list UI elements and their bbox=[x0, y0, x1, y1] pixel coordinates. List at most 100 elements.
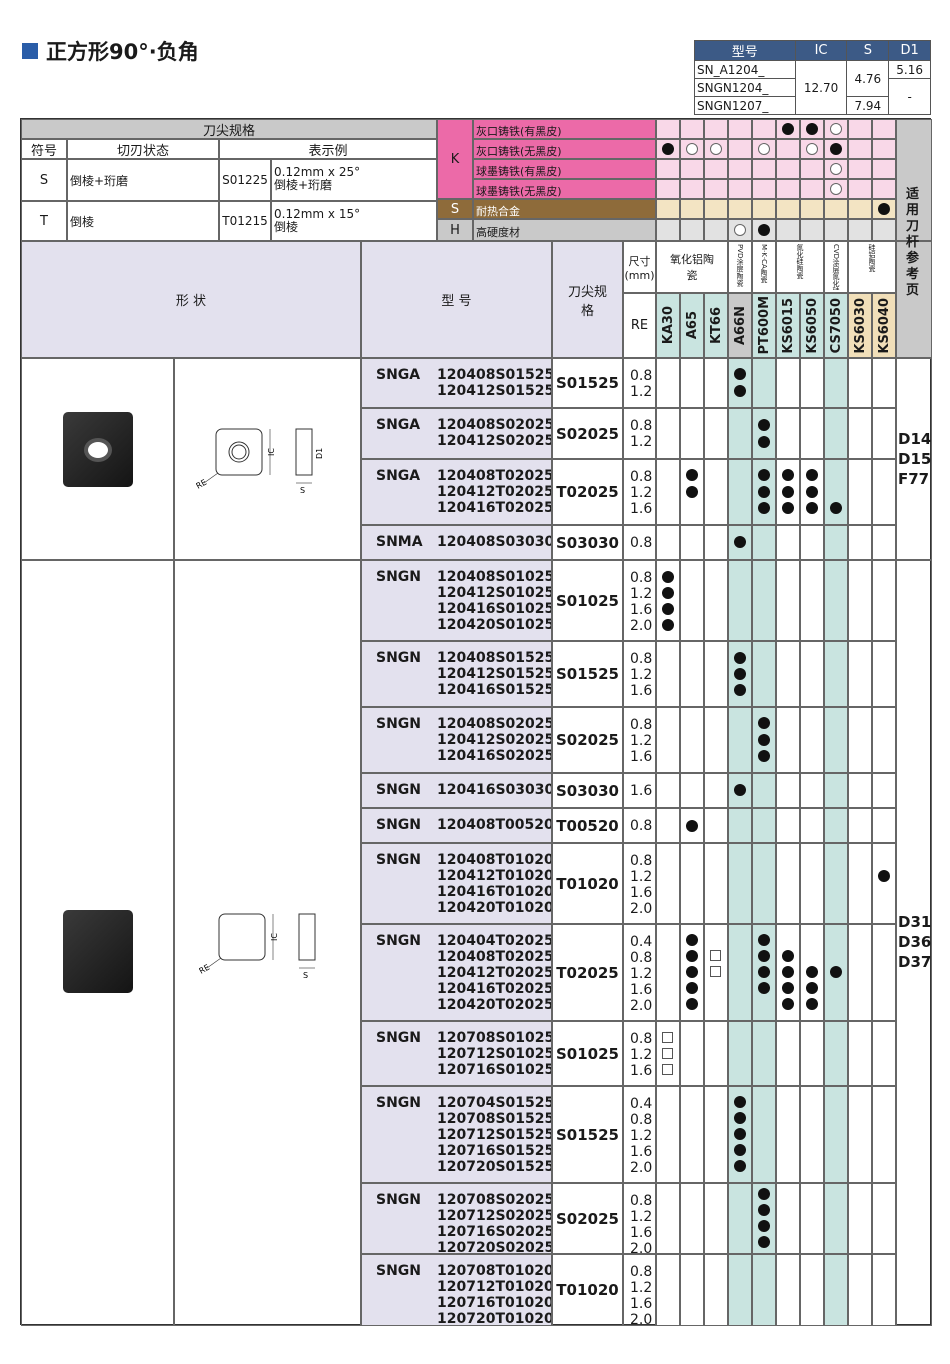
re-value: 0.8 bbox=[630, 651, 653, 667]
grade-cell bbox=[656, 525, 680, 560]
edge-cell: S01525 bbox=[552, 641, 623, 707]
insert-photo bbox=[63, 910, 133, 993]
edge-state: 倒棱+珩磨 bbox=[67, 159, 219, 201]
grade-cell bbox=[848, 1254, 872, 1326]
edge-desc-line: 0.12mm x 25° bbox=[274, 165, 361, 179]
material-k-label: K bbox=[437, 119, 473, 199]
recommended-dot-icon bbox=[734, 536, 746, 548]
grade-cell bbox=[872, 1254, 896, 1326]
grade-cell bbox=[704, 560, 728, 641]
grade-cell bbox=[656, 1254, 680, 1326]
re-value: 1.2 bbox=[630, 434, 653, 450]
grade-cell bbox=[704, 773, 728, 808]
re-value: 0.8 bbox=[630, 1031, 653, 1047]
edge-cell: S02025 bbox=[552, 707, 623, 773]
re-value: 1.6 bbox=[630, 1296, 653, 1312]
re-value: 0.8 bbox=[630, 853, 653, 869]
material-cell bbox=[680, 199, 704, 219]
material-cell bbox=[728, 119, 752, 139]
material-cell bbox=[704, 199, 728, 219]
material-k-row: 球墨铸铁(有黑皮) bbox=[473, 159, 656, 179]
re-value: 0.8 bbox=[630, 469, 653, 485]
grade-cell bbox=[824, 1086, 848, 1183]
recommended-dot-icon bbox=[782, 950, 794, 962]
edge-cell: S01525 bbox=[552, 1086, 623, 1183]
recommended-dot-icon bbox=[758, 1204, 770, 1216]
recommended-dot-icon bbox=[806, 123, 818, 135]
model-code: 120412S01025 bbox=[437, 585, 552, 601]
re-value: 1.6 bbox=[630, 885, 653, 901]
grade-cell bbox=[728, 1021, 752, 1086]
material-k-row: 球墨铸铁(无黑皮) bbox=[473, 179, 656, 199]
grade-cell bbox=[800, 773, 824, 808]
material-group-label: PVD涂层陶瓷 bbox=[736, 244, 744, 287]
edge-code: S01225 bbox=[219, 159, 271, 201]
material-cell bbox=[704, 219, 728, 241]
recommended-dot-icon bbox=[734, 1160, 746, 1172]
re-value: 1.6 bbox=[630, 982, 653, 998]
recommended-dot-icon bbox=[758, 1220, 770, 1232]
material-cell bbox=[656, 179, 680, 199]
grade-cell bbox=[848, 560, 872, 641]
grade-cell bbox=[824, 525, 848, 560]
recommended-dot-icon bbox=[758, 419, 770, 431]
recommended-dot-icon bbox=[734, 368, 746, 380]
model-prefix: SNGN bbox=[376, 569, 422, 585]
grade-cell bbox=[704, 459, 728, 525]
material-cell bbox=[776, 199, 800, 219]
available-ring-icon bbox=[758, 143, 770, 155]
re-value: 2.0 bbox=[630, 998, 653, 1014]
grade-label: CS7050 bbox=[828, 297, 844, 354]
re-value: 0.8 bbox=[630, 717, 653, 733]
grade-cell bbox=[824, 459, 848, 525]
edge-spec-header: 切刃状态 bbox=[67, 139, 219, 159]
recommended-dot-icon bbox=[782, 966, 794, 978]
material-k-row: 灰口铸铁(无黑皮) bbox=[473, 139, 656, 159]
grade-cell bbox=[728, 1183, 752, 1254]
material-cell bbox=[776, 219, 800, 241]
model-prefix: SNGN bbox=[376, 782, 422, 798]
option-box-icon bbox=[662, 1032, 673, 1043]
material-cell bbox=[752, 159, 776, 179]
material-cell bbox=[776, 159, 800, 179]
re-value: 0.8 bbox=[630, 950, 653, 966]
model-code: 120408S01025 bbox=[437, 569, 552, 585]
grade-cell bbox=[824, 808, 848, 843]
material-s-row: 耐热合金 bbox=[473, 199, 656, 219]
recommended-dot-icon bbox=[806, 966, 818, 978]
grade-cell bbox=[872, 358, 896, 408]
grade-cell bbox=[752, 408, 776, 459]
grade-cell bbox=[824, 1183, 848, 1254]
recommended-dot-icon bbox=[758, 224, 770, 236]
grade-cell bbox=[752, 1021, 776, 1086]
recommended-dot-icon bbox=[758, 436, 770, 448]
re-value: 1.6 bbox=[630, 1225, 653, 1241]
model-code: 120412T02025 bbox=[437, 484, 552, 500]
cvd-header bbox=[824, 241, 848, 293]
grade-cell bbox=[704, 1021, 728, 1086]
grade-cell bbox=[872, 459, 896, 525]
grade-cell bbox=[848, 707, 872, 773]
recommended-dot-icon bbox=[758, 982, 770, 994]
re-value: 1.6 bbox=[630, 501, 653, 517]
recommended-dot-icon bbox=[878, 870, 890, 882]
model-prefix: SNGN bbox=[376, 1263, 422, 1279]
recommended-dot-icon bbox=[662, 143, 674, 155]
recommended-dot-icon bbox=[782, 502, 794, 514]
shape-photo-cell bbox=[21, 560, 174, 1326]
grade-cell bbox=[752, 641, 776, 707]
grade-cell bbox=[680, 525, 704, 560]
model-code: 120416T02025 bbox=[437, 500, 552, 516]
model-code: 120416T01020 bbox=[437, 884, 552, 900]
grade-label: KT66 bbox=[708, 306, 724, 345]
grade-cell bbox=[728, 924, 752, 1021]
edge-cell: S02025 bbox=[552, 408, 623, 459]
spec-model: SNGN1207_ bbox=[694, 96, 796, 115]
re-cell: 0.8 bbox=[623, 808, 656, 843]
